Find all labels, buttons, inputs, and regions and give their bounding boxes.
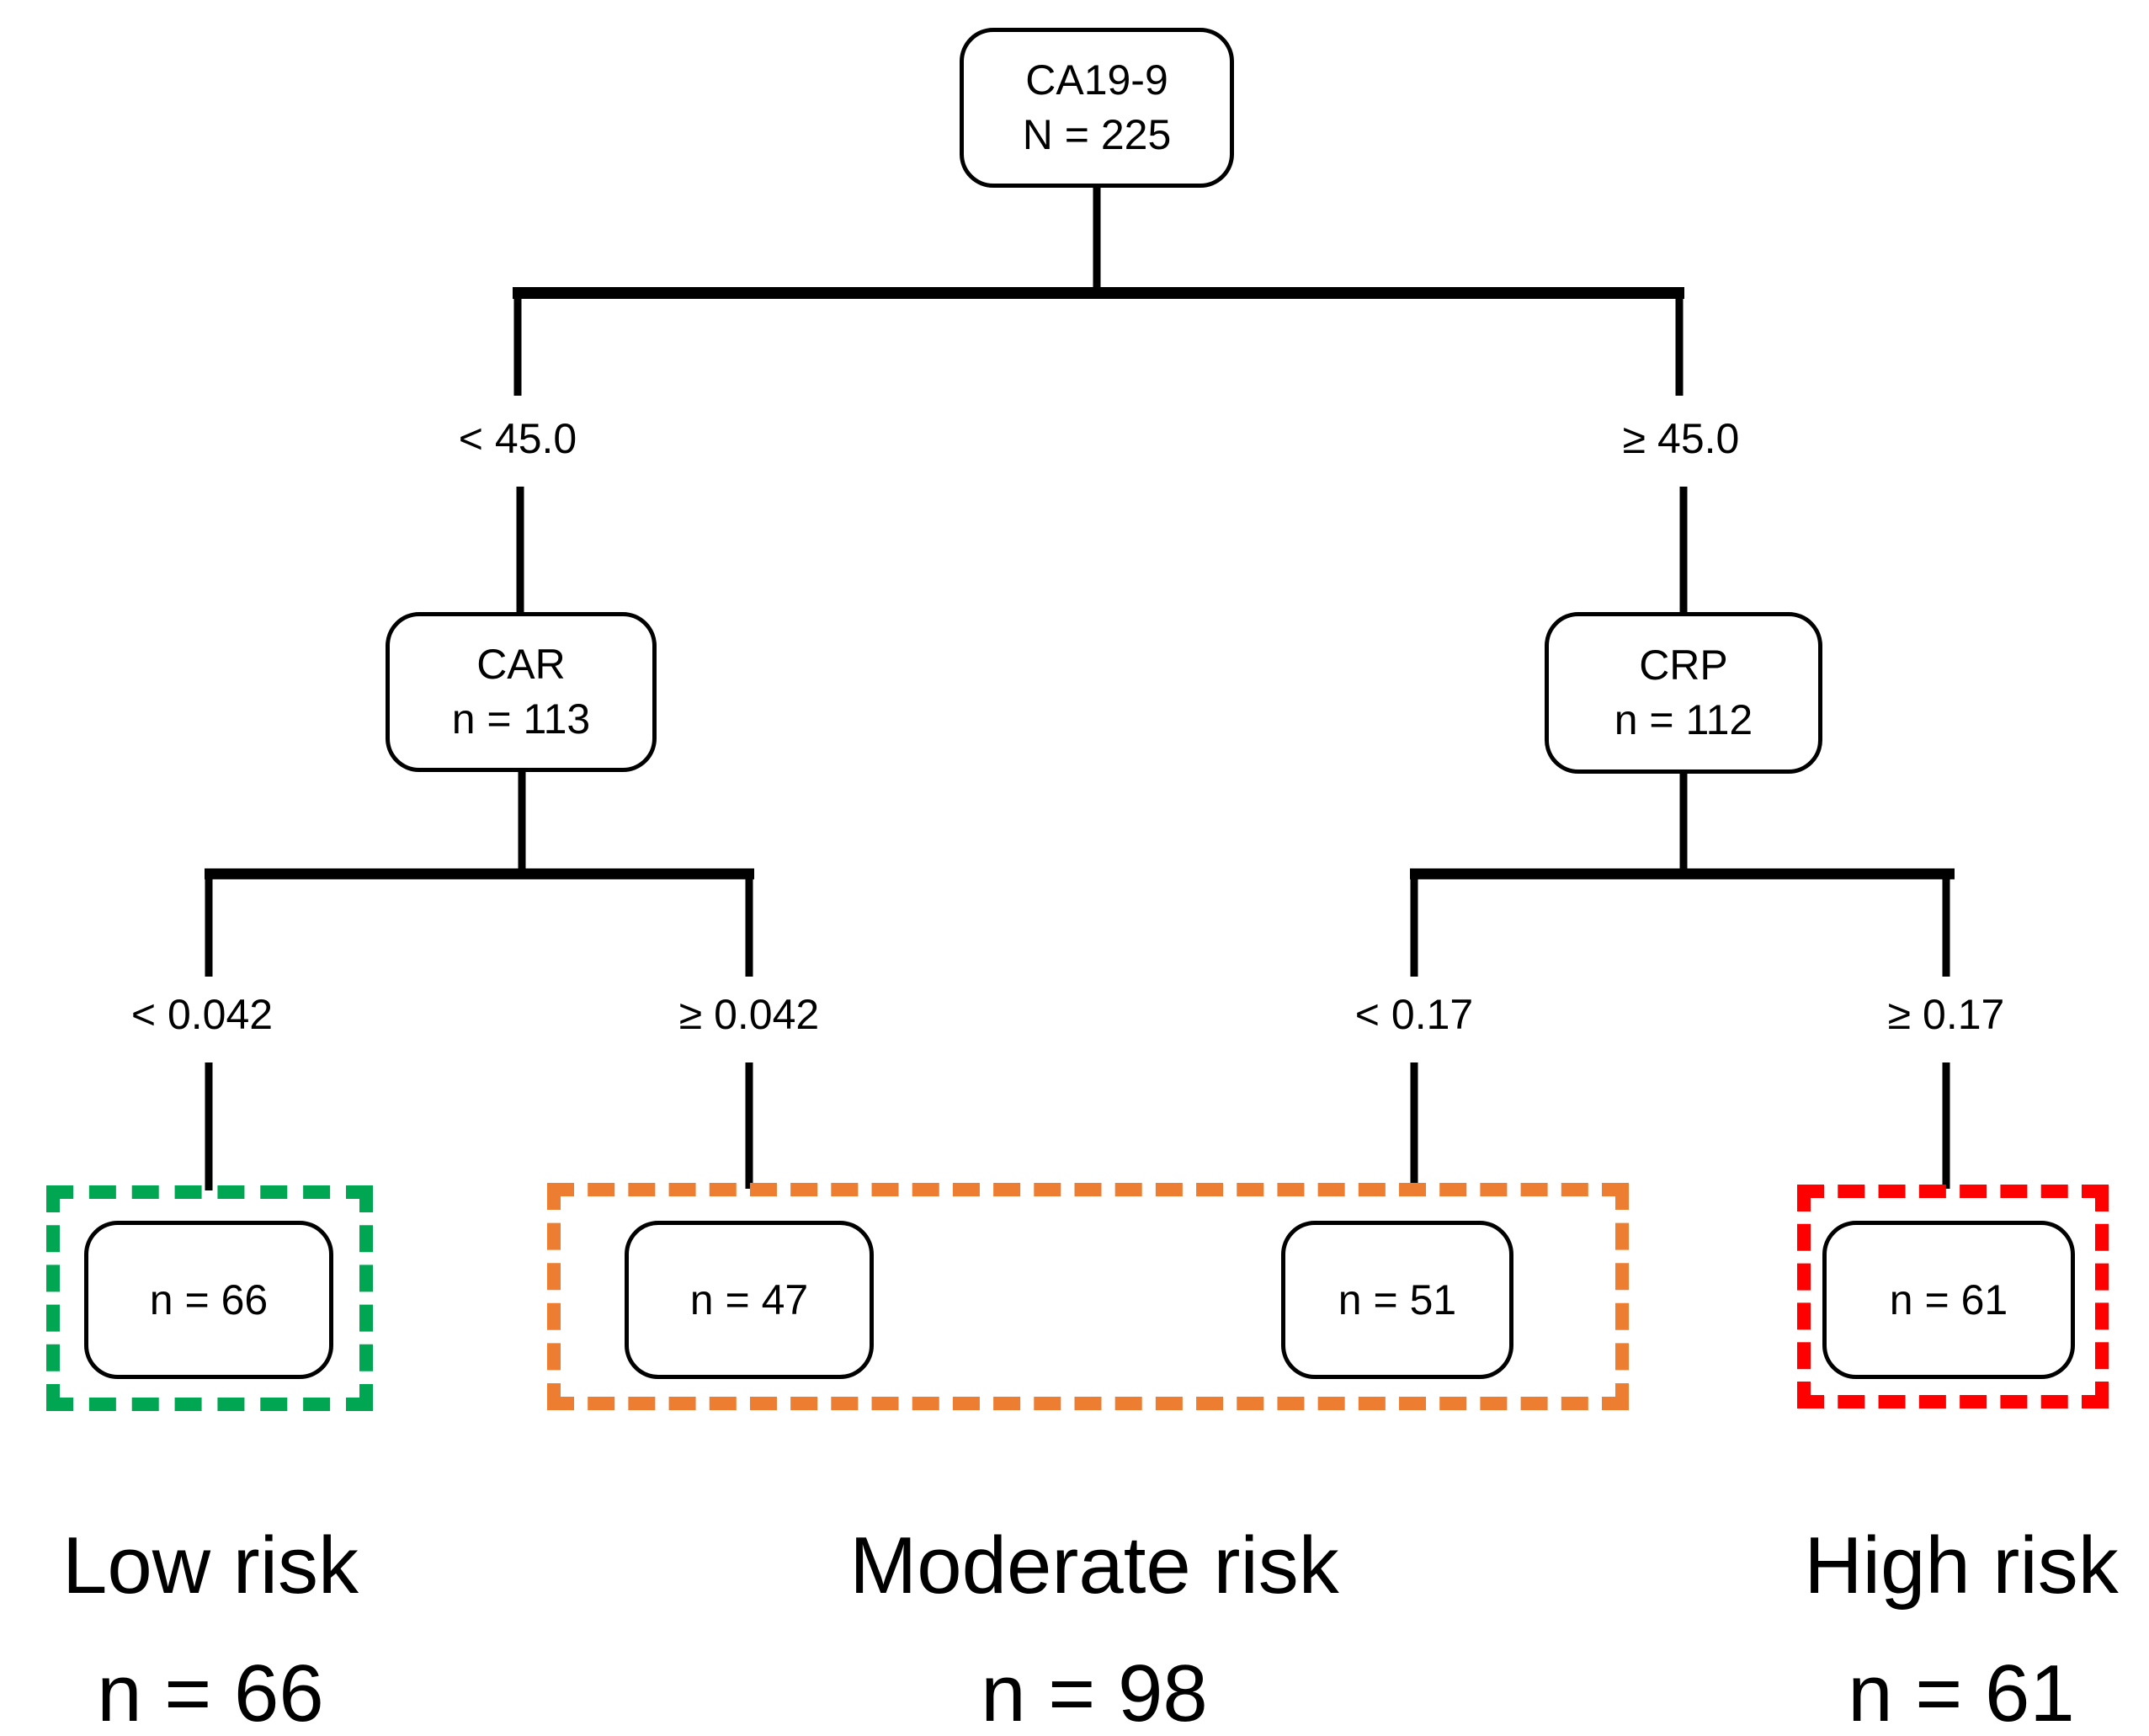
high-risk-label-text: High risk bbox=[1804, 1520, 2119, 1611]
leaf-node-n66-count: n = 66 bbox=[149, 1275, 269, 1323]
node-ca19-9: CA19-9 N = 225 bbox=[960, 28, 1234, 188]
branch-label-ca19-9-ge-45: ≥ 45.0 bbox=[1622, 415, 1740, 462]
moderate-risk-label: Moderate risk n = 98 bbox=[849, 1526, 1339, 1734]
leaf-node-n51: n = 51 bbox=[1281, 1221, 1513, 1379]
node-crp-count: n = 112 bbox=[1614, 696, 1753, 743]
leaf-node-n47: n = 47 bbox=[625, 1221, 874, 1379]
node-ca19-9-label: CA19-9 bbox=[1025, 56, 1168, 104]
node-car-label: CAR bbox=[476, 641, 566, 688]
low-risk-label-text: Low risk bbox=[61, 1520, 359, 1611]
high-risk-outline bbox=[1797, 1185, 2109, 1409]
branch-label-car-ge-0042: ≥ 0.042 bbox=[678, 991, 820, 1038]
moderate-risk-label-count: n = 98 bbox=[981, 1648, 1208, 1736]
low-risk-outline bbox=[46, 1185, 373, 1411]
leaf-node-n61: n = 61 bbox=[1822, 1221, 2075, 1379]
branch-label-crp-ge-017: ≥ 0.17 bbox=[1887, 991, 2005, 1038]
low-risk-label: Low risk n = 66 bbox=[62, 1526, 359, 1734]
leaf-node-n61-count: n = 61 bbox=[1889, 1275, 2008, 1323]
branch-label-car-lt-0042: < 0.042 bbox=[130, 991, 274, 1038]
moderate-risk-outline bbox=[547, 1183, 1629, 1410]
node-crp: CRP n = 112 bbox=[1545, 612, 1822, 774]
high-risk-label: High risk n = 61 bbox=[1804, 1526, 2118, 1734]
moderate-risk-label-text: Moderate risk bbox=[849, 1520, 1339, 1611]
node-ca19-9-count: N = 225 bbox=[1022, 111, 1172, 158]
branch-label-crp-lt-017: < 0.17 bbox=[1354, 991, 1474, 1038]
leaf-node-n47-count: n = 47 bbox=[689, 1275, 809, 1323]
leaf-node-n51-count: n = 51 bbox=[1338, 1275, 1457, 1323]
high-risk-label-count: n = 61 bbox=[1848, 1648, 2075, 1736]
node-car-count: n = 113 bbox=[451, 695, 591, 743]
node-crp-label: CRP bbox=[1639, 642, 1728, 689]
low-risk-label-count: n = 66 bbox=[97, 1648, 324, 1736]
leaf-node-n66: n = 66 bbox=[84, 1221, 333, 1379]
branch-label-ca19-9-lt-45: < 45.0 bbox=[458, 415, 577, 462]
node-car: CAR n = 113 bbox=[386, 612, 657, 772]
